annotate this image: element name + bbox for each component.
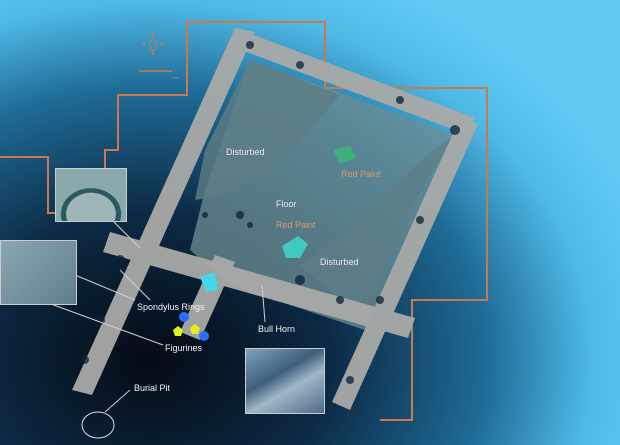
- label-bull-horn: Bull Horn: [258, 324, 296, 334]
- spondylus-ring-photo: [55, 168, 127, 222]
- figurine-blue-marker: [179, 312, 189, 322]
- figurine-yellow-marker: [173, 326, 183, 336]
- aerial-photo: [245, 348, 325, 414]
- figurine-yellow-marker: [190, 324, 200, 334]
- label-spondylus-rings: Spondylus Rings: [137, 302, 205, 312]
- label-burial-pit: Burial Pit: [134, 383, 171, 393]
- red-paint-patch-mid: [282, 236, 308, 258]
- label-figurines: Figurines: [165, 343, 203, 353]
- label-floor: Floor: [276, 199, 297, 209]
- scale-label: 1 m: [172, 75, 179, 80]
- red-paint-patch-top: [333, 145, 356, 164]
- label-disturbed-top: Disturbed: [226, 147, 265, 157]
- label-disturbed-right: Disturbed: [320, 257, 359, 267]
- figurine-blue-marker: [199, 331, 209, 341]
- north-arrow-icon: [142, 32, 164, 56]
- disturbed-area-top: [195, 60, 340, 200]
- label-red-paint-top: Red Paint: [341, 169, 381, 179]
- red-paint-patch-low: [200, 272, 218, 292]
- burial-pit: [81, 411, 115, 439]
- disturbed-area-right: [300, 135, 455, 320]
- figurine-photo: [0, 240, 77, 305]
- label-red-paint-mid: Red Paint: [276, 220, 316, 230]
- stone-walls: [72, 28, 478, 410]
